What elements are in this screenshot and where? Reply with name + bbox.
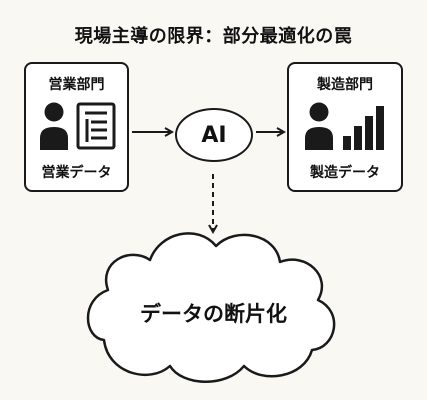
manufacturing-department-name: 製造部門 [317, 77, 373, 93]
manufacturing-data-label: 製造データ [310, 165, 380, 181]
ai-label: AI [201, 122, 227, 148]
sales-department-box: 営業部門 営業データ [24, 62, 129, 192]
person-icon [305, 102, 333, 150]
manufacturing-department-box: 製造部門 製造データ [287, 62, 403, 192]
ai-node: AI [175, 108, 253, 162]
bar-chart-icon [343, 106, 384, 150]
sales-department-name: 営業部門 [48, 77, 105, 93]
sales-data-label: 営業データ [41, 165, 112, 181]
diagram-title: 現場主導の限界：部分最適化の罠 [74, 26, 353, 47]
document-icon [76, 102, 116, 150]
fragmentation-label: データの断片化 [140, 302, 287, 326]
person-icon [40, 102, 68, 150]
